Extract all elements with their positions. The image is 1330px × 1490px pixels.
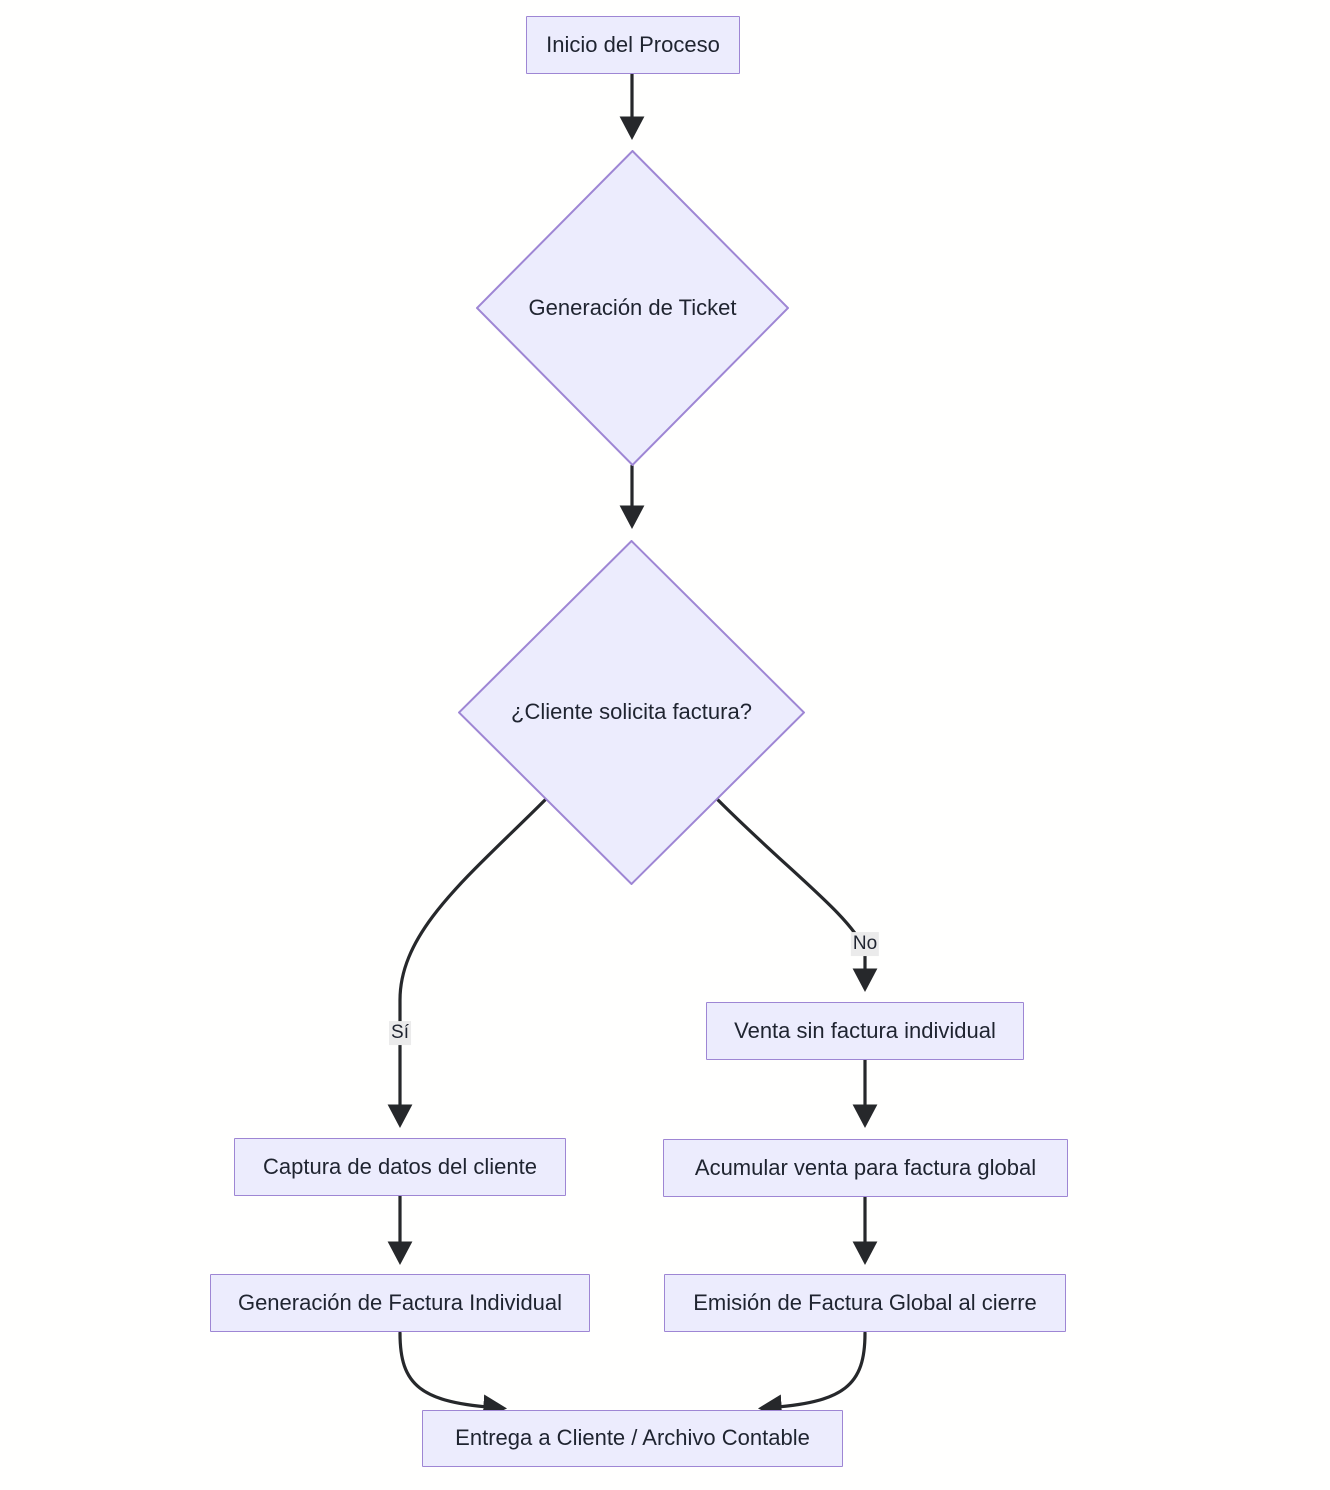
edge-label-yes: Sí: [389, 1021, 411, 1045]
node-label: Captura de datos del cliente: [263, 1153, 537, 1179]
node-cliente-solicita-factura[interactable]: ¿Cliente solicita factura?: [458, 540, 805, 885]
node-inicio-del-proceso[interactable]: Inicio del Proceso: [526, 16, 740, 74]
node-label: Entrega a Cliente / Archivo Contable: [455, 1425, 810, 1451]
node-generacion-de-factura-individual[interactable]: Generación de Factura Individual: [210, 1274, 590, 1332]
node-label: Inicio del Proceso: [546, 31, 720, 57]
node-label: Generación de Ticket: [528, 294, 737, 320]
node-label: Emisión de Factura Global al cierre: [693, 1289, 1037, 1315]
edge-global-entrega: [757, 1331, 867, 1420]
node-emision-de-factura-global-al-cierre[interactable]: Emisión de Factura Global al cierre: [664, 1274, 1066, 1332]
edge-label-no: No: [850, 932, 880, 956]
diamond-shape-icon: [458, 540, 805, 885]
edge-genfact-entrega: [398, 1331, 508, 1420]
node-venta-sin-factura-individual[interactable]: Venta sin factura individual: [706, 1002, 1024, 1060]
node-label: Generación de Factura Individual: [237, 1289, 563, 1315]
diamond-shape-icon: [476, 150, 789, 466]
node-entrega-a-cliente-archivo-contable[interactable]: Entrega a Cliente / Archivo Contable: [422, 1410, 843, 1467]
node-acumular-venta-para-factura-global[interactable]: Acumular venta para factura global: [663, 1139, 1068, 1197]
node-captura-de-datos-del-cliente[interactable]: Captura de datos del cliente: [234, 1138, 566, 1196]
node-label: Venta sin factura individual: [734, 1017, 996, 1043]
node-label: ¿Cliente solicita factura?: [511, 699, 752, 725]
node-label: Acumular venta para factura global: [694, 1154, 1037, 1180]
node-generacion-de-ticket[interactable]: Generación de Ticket: [476, 150, 789, 466]
